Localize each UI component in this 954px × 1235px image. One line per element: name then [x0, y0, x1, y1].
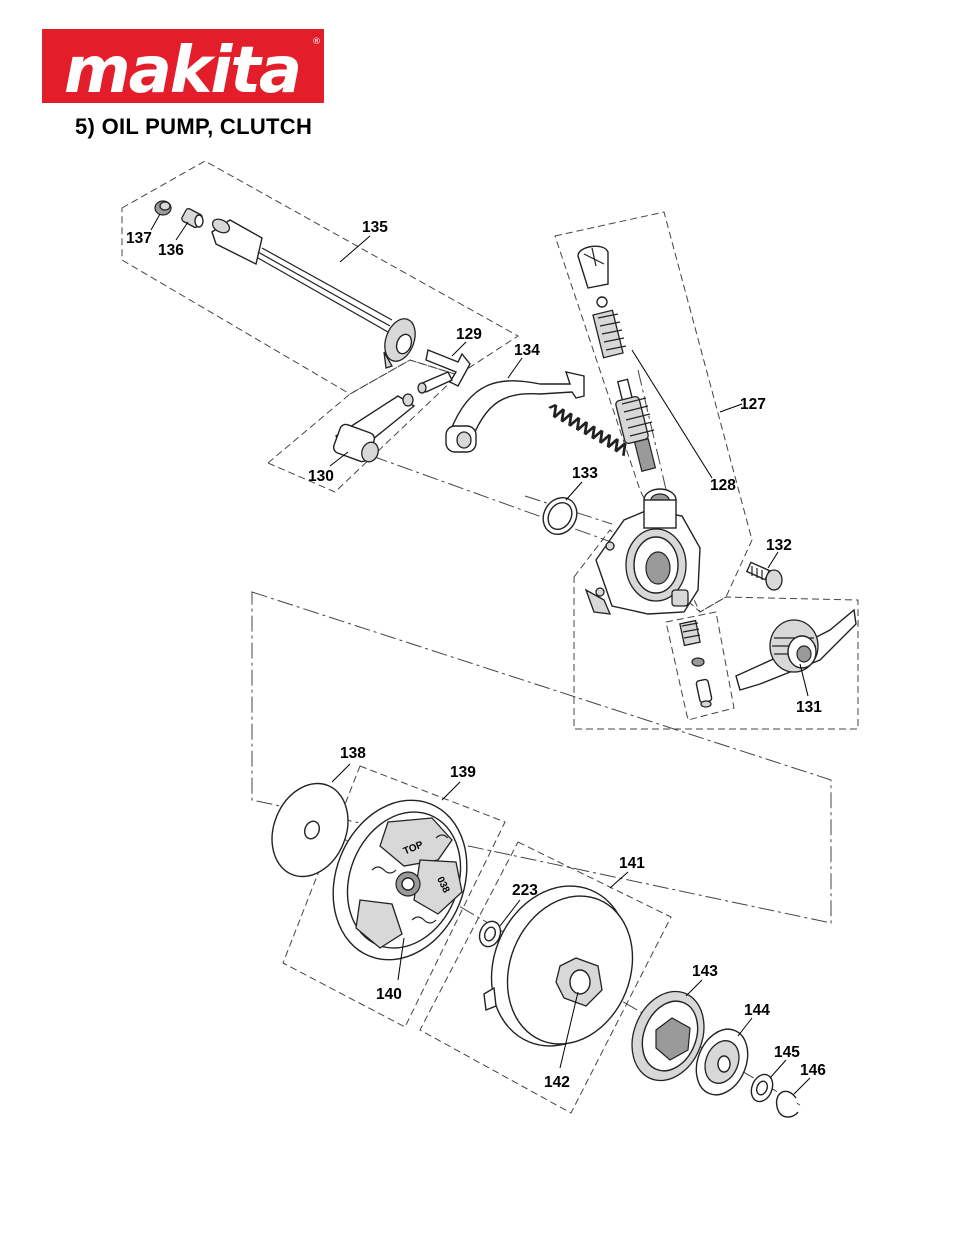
group-outline-127	[554, 211, 753, 613]
part-139-clutch-assembly: TOP 038	[332, 799, 468, 961]
clutch-axis-boundary	[251, 591, 832, 924]
part-128-pump-plunger	[577, 245, 657, 472]
part-130-oil-pipe	[332, 393, 416, 463]
callout-143: 143	[692, 963, 718, 980]
page-title: 5) OIL PUMP, CLUTCH	[75, 114, 313, 139]
callout-132: 132	[766, 537, 792, 554]
part-143-sprocket	[631, 990, 705, 1082]
part-133-o-ring	[542, 497, 578, 535]
callout-135: 135	[362, 219, 388, 236]
part-137-cap	[154, 200, 172, 216]
callout-129: 129	[456, 326, 482, 343]
callout-139: 139	[450, 764, 476, 781]
part-146-e-clip	[775, 1090, 799, 1118]
callout-137: 137	[126, 230, 152, 247]
axis-line-133	[524, 495, 613, 525]
leader-lines	[150, 213, 811, 1095]
group-outline-139	[282, 765, 506, 1028]
part-127-oil-pump-body	[584, 488, 701, 615]
callout-142: 142	[544, 1074, 570, 1091]
part-134-bracket-pipe	[445, 371, 585, 453]
callout-131: 131	[796, 699, 822, 716]
part-144-washer	[695, 1028, 749, 1096]
callout-134: 134	[514, 342, 540, 359]
part-136-bush	[181, 208, 204, 228]
logo-wordmark: makita	[64, 34, 300, 103]
group-outline-141	[419, 841, 672, 1114]
part-132-screw	[745, 561, 783, 591]
group-outline-valve	[665, 611, 735, 721]
part-145-washer	[750, 1073, 774, 1103]
callout-223: 223	[512, 882, 538, 899]
axis-line-130	[371, 455, 629, 549]
makita-logo: makita ®	[42, 29, 324, 103]
registered-mark: ®	[312, 37, 321, 47]
logo-background	[42, 29, 324, 103]
group-outline-135	[121, 160, 519, 395]
part-141-clutch-drum	[483, 885, 634, 1047]
callout-136: 136	[158, 242, 184, 259]
callout-127: 127	[740, 396, 766, 413]
callout-146: 146	[800, 1062, 826, 1079]
axis-line-128	[637, 369, 669, 499]
callout-141: 141	[619, 855, 645, 872]
callout-130: 130	[308, 468, 334, 485]
worm-thread	[548, 403, 627, 457]
group-outline-130	[267, 359, 459, 493]
part-131-drive-wheel	[735, 608, 857, 691]
part-138-disc-washer	[271, 782, 349, 878]
part-135-adjusting-screw	[211, 218, 627, 457]
callout-138: 138	[340, 745, 366, 762]
callout-128: 128	[710, 477, 736, 494]
part-valve-spring	[679, 619, 713, 708]
part-223-washer	[478, 920, 502, 948]
callout-145: 145	[774, 1044, 800, 1061]
part-number-labels: 137 136 135 129 134 127 130 133 128 132 …	[126, 219, 826, 1091]
callout-144: 144	[744, 1002, 770, 1019]
callout-133: 133	[572, 465, 598, 482]
part-129-elbow-pipe	[417, 349, 471, 394]
callout-140: 140	[376, 986, 402, 1003]
